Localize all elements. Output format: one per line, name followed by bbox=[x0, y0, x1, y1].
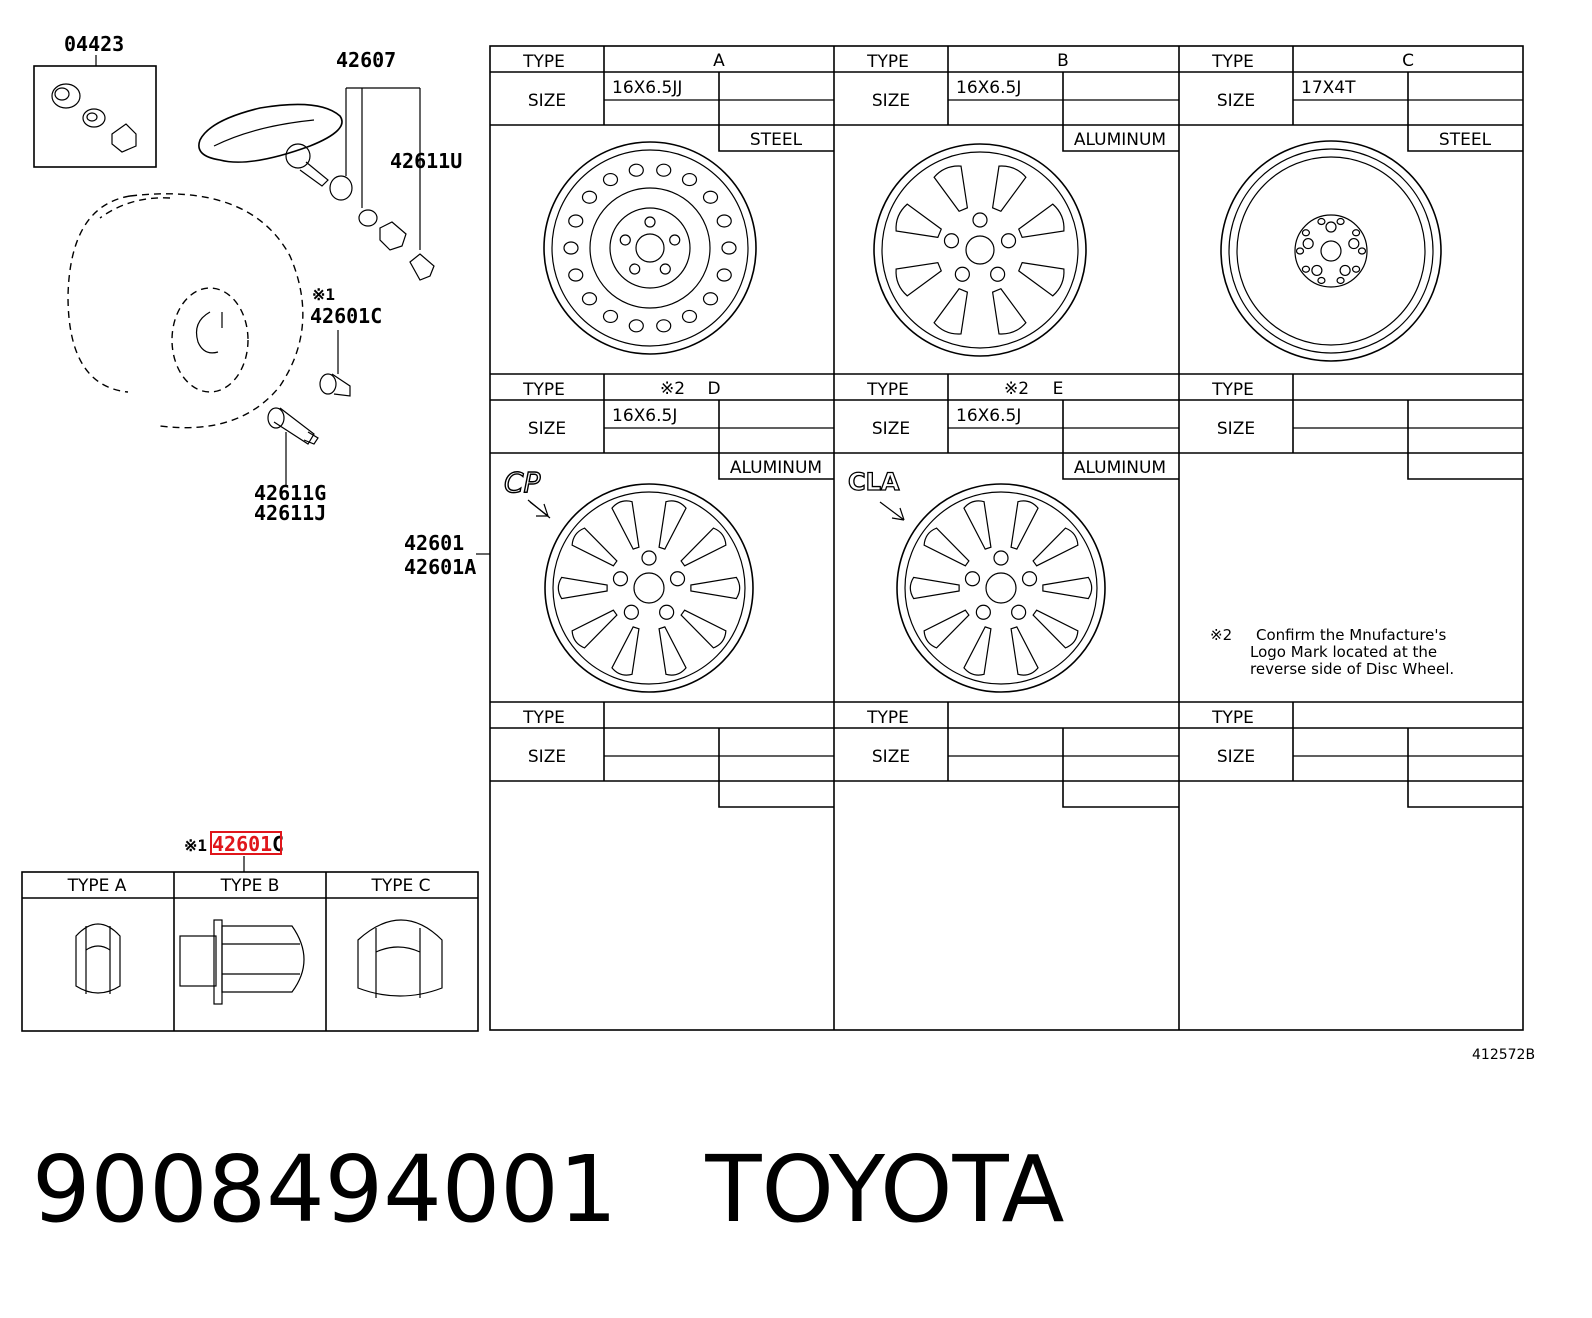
nut-type-b-header: TYPE B bbox=[220, 876, 280, 896]
nut-type-table: ※1 42601 C TYPE A TYPE B TYPE C bbox=[21, 831, 479, 1032]
valve-cap-kit-icon bbox=[51, 83, 137, 153]
type-label: TYPE bbox=[1211, 52, 1254, 72]
size-label: SIZE bbox=[1217, 91, 1255, 111]
wheel-callout: 42601 42601A bbox=[404, 531, 490, 579]
type-label: TYPE bbox=[1211, 708, 1254, 728]
wheel-a-steel-icon bbox=[543, 141, 757, 355]
type-label: TYPE bbox=[1211, 380, 1254, 400]
wheel-material-value: ALUMINUM bbox=[1074, 458, 1166, 478]
valve-icon bbox=[267, 407, 319, 445]
type-label: TYPE bbox=[522, 52, 565, 72]
nut-type-a-header: TYPE A bbox=[67, 876, 127, 896]
tpms-sensor-icon bbox=[198, 103, 435, 281]
wheel-type-value: E bbox=[1053, 379, 1064, 399]
part-number-42611G[interactable]: 42611G bbox=[254, 481, 326, 505]
nut-table-part-suffix: C bbox=[272, 832, 284, 856]
nut-table-highlighted-part[interactable]: 42601 bbox=[212, 832, 272, 856]
part-number-42611J[interactable]: 42611J bbox=[254, 501, 326, 525]
wheel-material-value: ALUMINUM bbox=[1074, 130, 1166, 150]
logo-e: CLA bbox=[847, 467, 905, 521]
type-note-mark: ※2 bbox=[1004, 379, 1029, 399]
type-label: TYPE bbox=[866, 708, 909, 728]
tpms-sensor-callout: 42607 42611U bbox=[198, 48, 462, 281]
wheel-size-value: 16X6.5JJ bbox=[612, 78, 682, 98]
size-label: SIZE bbox=[1217, 419, 1255, 439]
size-label: SIZE bbox=[872, 747, 910, 767]
wheel-type-table: TYPE SIZE A 16X6.5JJ STEEL TYPE SIZE B 16X6.5J AL… bbox=[489, 45, 1524, 1031]
note-line-2: Logo Mark located at the bbox=[1250, 643, 1437, 661]
hub-nut-icon bbox=[319, 373, 351, 397]
manufacturer-logo-e: CLA bbox=[848, 468, 900, 496]
wheel-type-value: C bbox=[1402, 51, 1414, 71]
size-label: SIZE bbox=[872, 91, 910, 111]
valve-cap-kit-callout: 04423 bbox=[33, 32, 157, 168]
wheel-e-aluminum-icon bbox=[896, 483, 1106, 693]
wheel-d-aluminum-icon bbox=[544, 483, 754, 693]
wheel-size-value: 16X6.5J bbox=[612, 406, 677, 426]
wheel-size-value: 16X6.5J bbox=[956, 406, 1021, 426]
size-label: SIZE bbox=[528, 747, 566, 767]
wheel-b-aluminum-icon bbox=[873, 143, 1087, 357]
hub-nut-note-mark: ※1 bbox=[312, 285, 335, 304]
wheel-material-value: STEEL bbox=[750, 130, 803, 150]
nut-table-note-mark: ※1 bbox=[184, 836, 207, 855]
wheel-material-value: STEEL bbox=[1439, 130, 1492, 150]
size-label: SIZE bbox=[528, 91, 566, 111]
nut-type-b-icon bbox=[179, 919, 305, 1005]
parts-diagram: 04423 42607 42611U bbox=[21, 32, 1535, 1063]
tire-icon bbox=[67, 193, 304, 429]
diagram-code: 412572B bbox=[1472, 1047, 1535, 1063]
wheel-type-value: A bbox=[713, 51, 725, 71]
part-number-42607[interactable]: 42607 bbox=[336, 48, 396, 72]
size-label: SIZE bbox=[872, 419, 910, 439]
part-number-04423[interactable]: 04423 bbox=[64, 32, 124, 56]
nut-type-c-icon bbox=[357, 919, 443, 998]
part-number-42601C[interactable]: 42601C bbox=[310, 304, 382, 328]
nut-type-a-icon bbox=[75, 923, 121, 994]
wheel-size-value: 17X4T bbox=[1301, 78, 1356, 98]
wheel-c-steel-icon bbox=[1220, 140, 1442, 362]
caption-part-number: 9008494001 bbox=[32, 1136, 618, 1243]
wheel-type-value: D bbox=[707, 379, 720, 399]
part-number-42601[interactable]: 42601 bbox=[404, 531, 464, 555]
type-label: TYPE bbox=[522, 380, 565, 400]
wheel-type-value: B bbox=[1057, 51, 1069, 71]
part-number-42601A[interactable]: 42601A bbox=[404, 555, 476, 579]
size-label: SIZE bbox=[1217, 747, 1255, 767]
type-label: TYPE bbox=[522, 708, 565, 728]
note-mark: ※2 bbox=[1210, 626, 1232, 644]
caption-brand: TOYOTA bbox=[705, 1136, 1065, 1243]
manufacturer-logo-d: CP bbox=[504, 466, 541, 499]
nut-type-c-header: TYPE C bbox=[370, 876, 430, 896]
logo-d: CP bbox=[503, 465, 551, 519]
type-label: TYPE bbox=[866, 380, 909, 400]
wheel-material-value: ALUMINUM bbox=[730, 458, 822, 478]
part-number-42611U[interactable]: 42611U bbox=[390, 149, 462, 173]
type-label: TYPE bbox=[866, 52, 909, 72]
valve-callout: 42611G 42611J bbox=[254, 407, 326, 525]
note-line-3: reverse side of Disc Wheel. bbox=[1250, 660, 1454, 678]
wheel-size-value: 16X6.5J bbox=[956, 78, 1021, 98]
note-line-1: Confirm the Mnufacture's bbox=[1256, 626, 1447, 644]
highlight-box bbox=[210, 831, 282, 855]
type-note-mark: ※2 bbox=[660, 379, 685, 399]
size-label: SIZE bbox=[528, 419, 566, 439]
hub-nut-callout: ※1 42601C bbox=[310, 285, 382, 397]
manufacturer-note: ※2 Confirm the Mnufacture's Logo Mark lo… bbox=[1210, 626, 1454, 678]
